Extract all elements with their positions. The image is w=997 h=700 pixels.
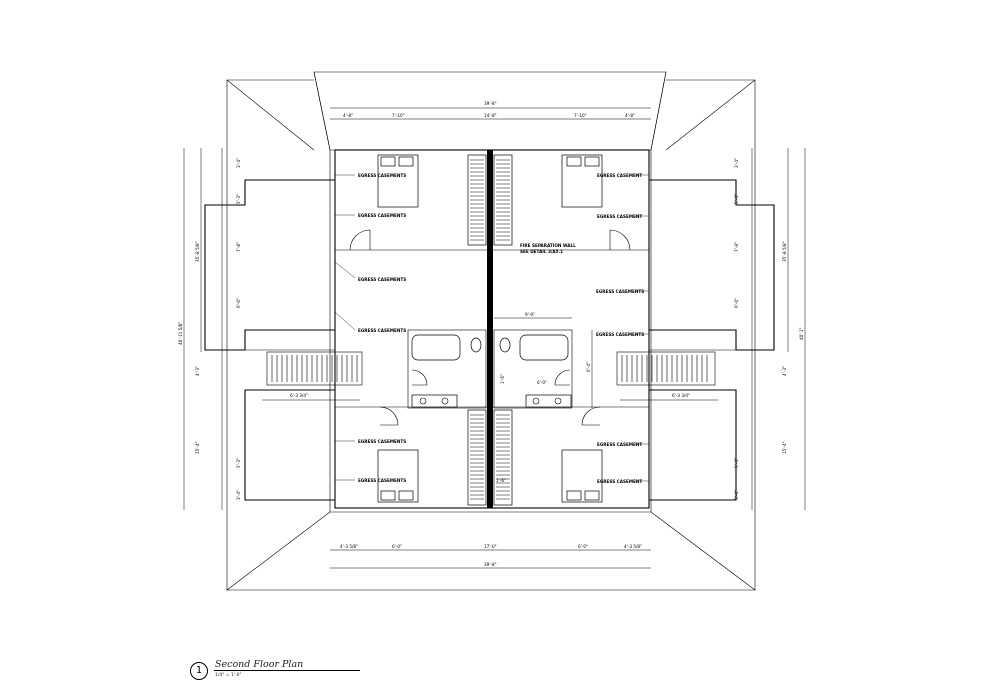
dim-right-seg-2: 5'-3" (734, 194, 739, 204)
egress-label-r6: EGRESS CASEMENT (597, 479, 642, 484)
dim-bottom-overall: 39'-8" (484, 562, 497, 567)
dim-top-seg-5: 4'-8" (625, 113, 635, 118)
dim-bath-height: 6'-4" (586, 362, 591, 372)
egress-label-r1: EGRESS CASEMENT (597, 173, 642, 178)
dim-right-upper: 35'-8 5/8" (782, 241, 787, 262)
dim-left-seg-3: 7'-8" (236, 242, 241, 252)
dimension-lines (183, 107, 806, 569)
title-underline (214, 670, 360, 671)
dim-bottom-seg-5: 4'-3 5/8" (624, 544, 642, 549)
dim-bath-width: 9'-9" (525, 312, 535, 317)
dim-stair-right: 6'-3 3/4" (672, 393, 690, 398)
dim-vanity: 6'-0" (537, 380, 547, 385)
dim-bottom-seg-3: 17'-0" (484, 544, 497, 549)
bathrooms (407, 329, 573, 409)
label-leaders (334, 174, 649, 482)
dim-bottom-seg-1: 4'-3 5/8" (340, 544, 358, 549)
dim-bottom-seg-4: 6'-0" (578, 544, 588, 549)
title-block: 1 Second Floor Plan 1/4" = 1'-0" (190, 659, 370, 686)
egress-label-l1: EGRESS CASEMENTS (358, 173, 406, 178)
dim-right-seg-1: 3'-4" (734, 158, 739, 168)
dim-top-seg-3: 14'-8" (484, 113, 497, 118)
egress-label-r3: EGRESS CASEMENTS (596, 289, 644, 294)
dim-bottom-seg-2: 6'-0" (392, 544, 402, 549)
dim-right-seg-3: 7'-8" (734, 242, 739, 252)
fire-separation-wall (487, 150, 493, 508)
stairs (266, 351, 716, 386)
egress-label-l2: EGRESS CASEMENTS (358, 213, 406, 218)
dim-small-2: 1'-6" (496, 478, 506, 483)
egress-label-l5: EGRESS CASEMENTS (358, 439, 406, 444)
doors (349, 229, 631, 426)
egress-label-r4: EGRESS CASEMENTS (596, 332, 644, 337)
drawing-title: Second Floor Plan (215, 659, 304, 670)
dim-left-upper: 35'-8 5/8" (195, 241, 200, 262)
egress-label-r5: EGRESS CASEMENT (597, 442, 642, 447)
drawing-number: 1 (190, 662, 208, 680)
fire-wall-note-2: SEE DETAIL 3/A5.1 (520, 249, 563, 254)
dim-right-seg-8: 3'-4" (734, 490, 739, 500)
egress-label-r2: EGRESS CASEMENT (597, 214, 642, 219)
dim-right-overall: 40'-1" (799, 327, 804, 340)
fire-wall-note-1: FIRE SEPARATION WALL (520, 243, 576, 248)
egress-label-l6: EGRESS CASEMENTS (358, 478, 406, 483)
dim-small-1: 1'-6" (500, 374, 505, 384)
dim-right-seg-6: 15'-4" (782, 441, 787, 454)
dim-top-seg-1: 4'-8" (343, 113, 353, 118)
dim-left-seg-5: 4'-3" (195, 366, 200, 376)
dim-top-seg-4: 7'-10" (574, 113, 587, 118)
dim-right-seg-7: 5'-3" (734, 458, 739, 468)
egress-label-l4: EGRESS CASEMENTS (358, 328, 406, 333)
roof-outline (226, 71, 756, 591)
dim-left-seg-2: 5'-3" (236, 194, 241, 204)
dim-top-overall: 39'-8" (484, 101, 497, 106)
beds (377, 154, 603, 503)
dim-stair-left: 6'-3 3/4" (290, 393, 308, 398)
dim-left-overall: 40'-11 5/8" (178, 322, 183, 345)
dim-left-seg-8: 3'-4" (236, 490, 241, 500)
dim-right-seg-4: 6'-0" (734, 298, 739, 308)
closet-hatching (467, 154, 513, 506)
dim-left-seg-1: 3'-4" (236, 158, 241, 168)
drawing-scale: 1/4" = 1'-0" (215, 673, 242, 678)
dim-right-seg-5: 4'-3" (782, 366, 787, 376)
dim-left-seg-7: 5'-3" (236, 458, 241, 468)
dim-left-seg-4: 6'-0" (236, 298, 241, 308)
egress-label-l3: EGRESS CASEMENTS (358, 277, 406, 282)
dim-top-seg-2: 7'-10" (392, 113, 405, 118)
dim-left-seg-6: 15'-4" (195, 441, 200, 454)
